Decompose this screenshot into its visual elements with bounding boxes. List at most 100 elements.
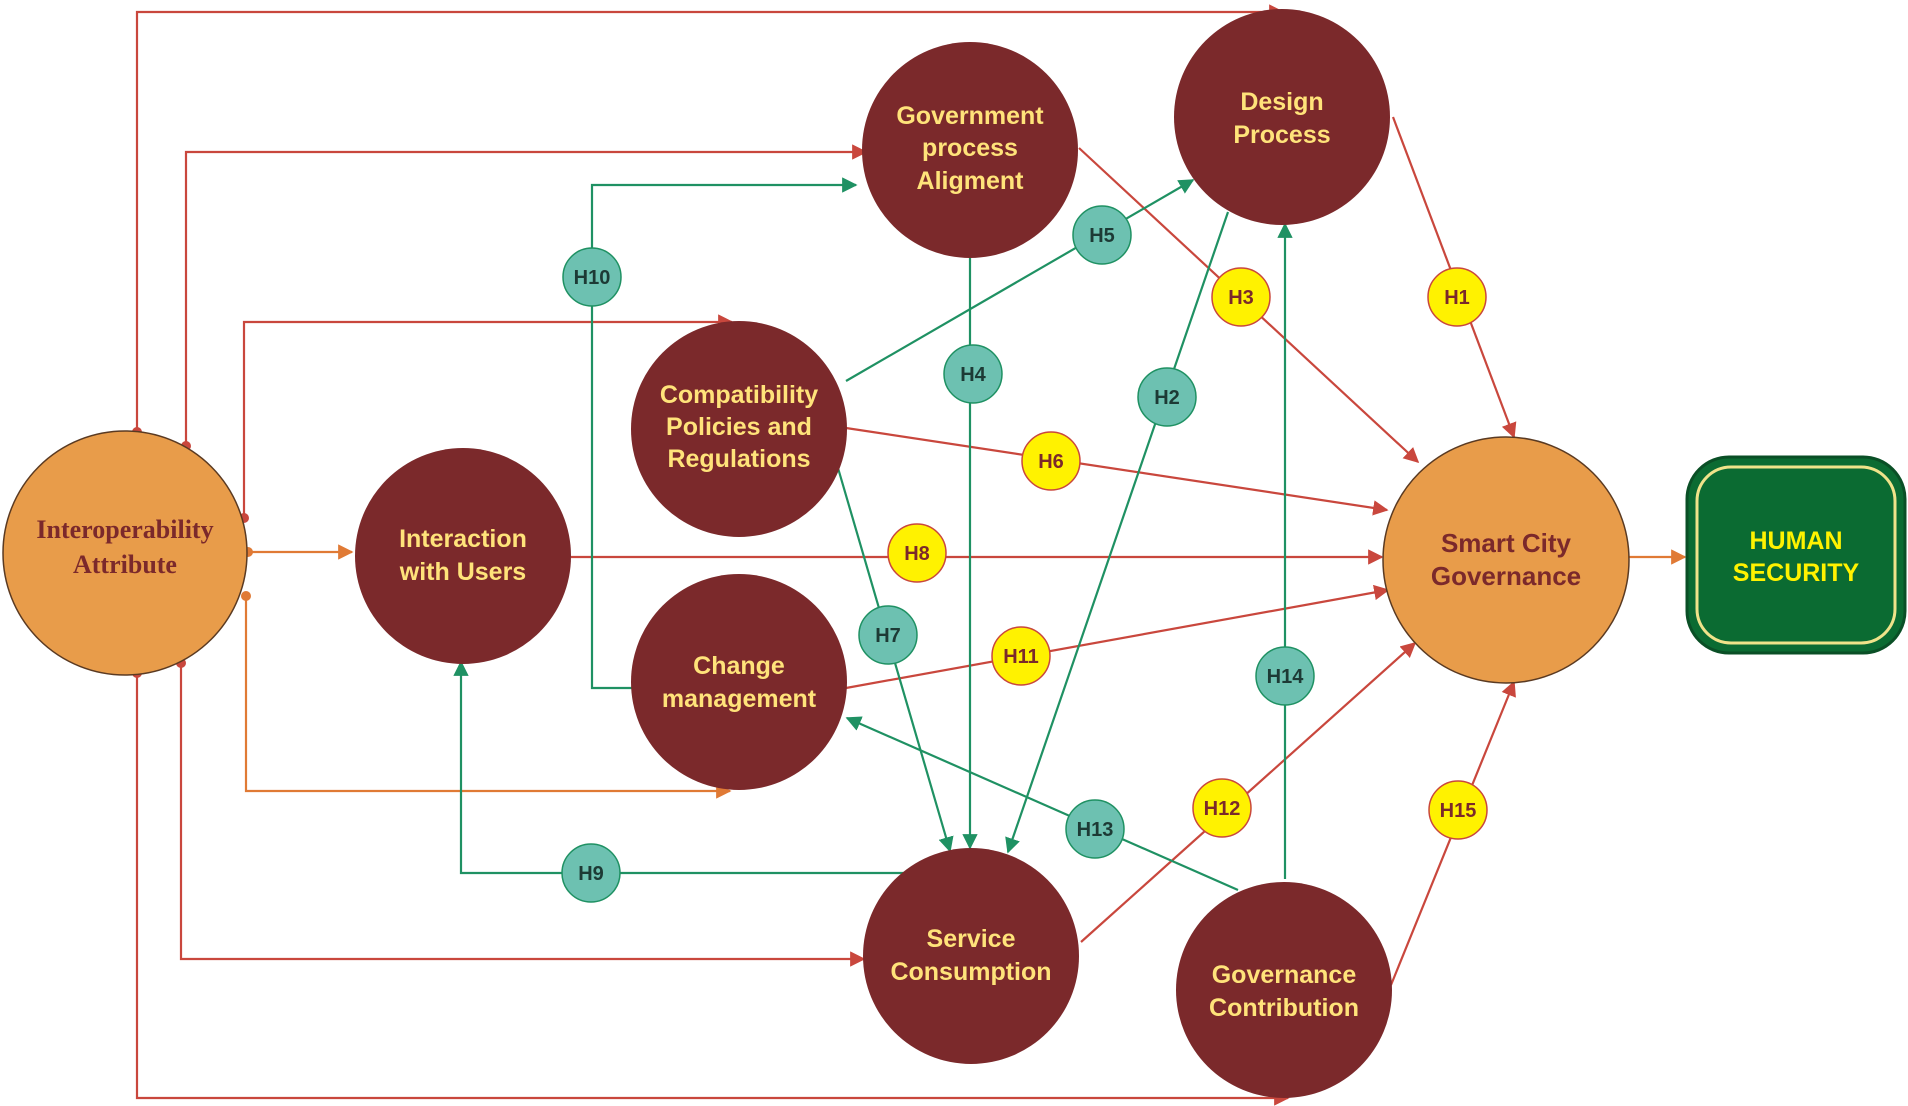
badge-h11: H11: [991, 626, 1051, 686]
arrow-governance-to-change: [845, 716, 1239, 892]
svg-text:Government: Government: [896, 102, 1044, 130]
badge-h6: H6: [1021, 431, 1081, 491]
node-circle: [863, 848, 1079, 1064]
connector-dot: [241, 591, 251, 601]
arrow-design-to-service: [1005, 211, 1230, 854]
human-security-box: [1685, 455, 1907, 655]
badge-label: H4: [960, 364, 986, 386]
node-label-line: Consumption: [890, 958, 1051, 986]
badge-h8: H8: [887, 523, 947, 583]
badge-label: H12: [1204, 798, 1241, 820]
node-service-consumption: Service Consumption: [863, 848, 1079, 1064]
svg-text:Policies and: Policies and: [666, 413, 812, 441]
node-change-management: Change management: [631, 574, 847, 790]
node-smart-city-governance: Smart City Governance: [1382, 436, 1630, 684]
node-label-line: Contribution: [1209, 994, 1359, 1022]
node-label-line: Governance: [1431, 561, 1581, 591]
badge-label: H14: [1267, 666, 1305, 688]
interop-connections: [135, 4, 1290, 1106]
node-circle: [1174, 9, 1390, 225]
node-government-process-alignment: Government process Aligment: [862, 42, 1078, 258]
node-label-line: management: [662, 685, 817, 713]
badge-label: H2: [1154, 387, 1180, 409]
node-circle: [2, 430, 248, 676]
badge-label: H6: [1038, 451, 1064, 473]
arrow-service-to-smart: [1080, 641, 1417, 943]
badge-h7: H7: [858, 605, 918, 665]
svg-text:Governance: Governance: [1212, 961, 1357, 989]
svg-text:Process: Process: [1233, 121, 1330, 149]
node-label-line: Governance: [1212, 961, 1357, 989]
arrow-interop-to-compatibility: [242, 314, 734, 518]
node-design-process: Design Process: [1174, 9, 1390, 225]
badge-label: H1: [1444, 287, 1470, 309]
svg-text:HUMAN: HUMAN: [1749, 527, 1842, 555]
node-circle: [631, 574, 847, 790]
svg-text:Compatibility: Compatibility: [660, 381, 818, 409]
badge-label: H8: [904, 543, 930, 565]
node-circle: [631, 321, 847, 537]
svg-text:Governance: Governance: [1431, 561, 1581, 591]
badge-h10: H10: [562, 247, 622, 307]
badge-h5: H5: [1072, 205, 1132, 265]
node-label-line: Interaction: [399, 525, 527, 553]
svg-text:Design: Design: [1240, 88, 1323, 116]
badge-label: H10: [574, 267, 611, 289]
badge-h9: H9: [561, 843, 621, 903]
badge-label: H7: [875, 625, 901, 647]
badge-label: H15: [1440, 800, 1477, 822]
svg-text:Interoperability: Interoperability: [36, 515, 213, 544]
hypothesis-badges: H1 H2 H3 H4 H5 H6 H7 H8: [561, 205, 1488, 903]
svg-text:Smart City: Smart City: [1441, 528, 1572, 558]
node-label-line: HUMAN: [1749, 527, 1842, 555]
arrow-compatibility-to-design: [845, 179, 1195, 382]
green-paths: [453, 177, 1293, 892]
node-label-line: SECURITY: [1733, 559, 1860, 587]
badge-h15: H15: [1428, 780, 1488, 840]
badge-label: H11: [1003, 646, 1039, 668]
node-circle: [1382, 436, 1630, 684]
arrow-change-to-government: [590, 177, 858, 690]
arrow-interop-to-design: [135, 4, 1285, 432]
badge-h1: H1: [1427, 267, 1487, 327]
badge-h2: H2: [1137, 367, 1197, 427]
node-label-line: Compatibility: [660, 381, 818, 409]
svg-text:process: process: [922, 134, 1018, 162]
svg-text:Interaction: Interaction: [399, 525, 527, 553]
node-label-line: Regulations: [667, 445, 810, 473]
node-label-line: Process: [1233, 121, 1330, 149]
node-label-line: Interoperability: [36, 515, 213, 544]
red-paths: [571, 116, 1517, 986]
arrow-service-to-interaction: [453, 660, 905, 875]
badge-label: H13: [1077, 819, 1114, 841]
svg-text:Service: Service: [927, 925, 1016, 953]
badge-h14: H14: [1255, 646, 1315, 706]
svg-text:Attribute: Attribute: [73, 550, 177, 579]
badge-h3: H3: [1211, 267, 1271, 327]
node-human-security: HUMAN SECURITY: [1685, 455, 1907, 655]
node-label-line: Design: [1240, 88, 1323, 116]
badge-h13: H13: [1065, 799, 1125, 859]
svg-text:Regulations: Regulations: [667, 445, 810, 473]
arrow-interop-to-change: [244, 596, 732, 799]
svg-text:Aligment: Aligment: [917, 167, 1025, 195]
svg-text:management: management: [662, 685, 817, 713]
arrow-interop-to-service: [179, 663, 866, 967]
node-label-line: with Users: [399, 558, 526, 586]
node-label-line: Government: [896, 102, 1044, 130]
svg-text:SECURITY: SECURITY: [1733, 559, 1860, 587]
svg-text:Consumption: Consumption: [890, 958, 1051, 986]
node-circle: [862, 42, 1078, 258]
arrow-change-to-smart: [845, 584, 1390, 690]
node-circle: [1176, 882, 1392, 1098]
node-circle: [355, 448, 571, 664]
svg-text:with Users: with Users: [399, 558, 526, 586]
node-label-line: Policies and: [666, 413, 812, 441]
node-interoperability-attribute: Interoperability Attribute: [2, 430, 248, 676]
svg-text:Change: Change: [693, 652, 785, 680]
human-security-inner-border: [1695, 465, 1897, 645]
node-interaction-with-users: Interaction with Users: [355, 448, 571, 664]
node-compatibility-policies: Compatibility Policies and Regulations: [631, 321, 847, 537]
